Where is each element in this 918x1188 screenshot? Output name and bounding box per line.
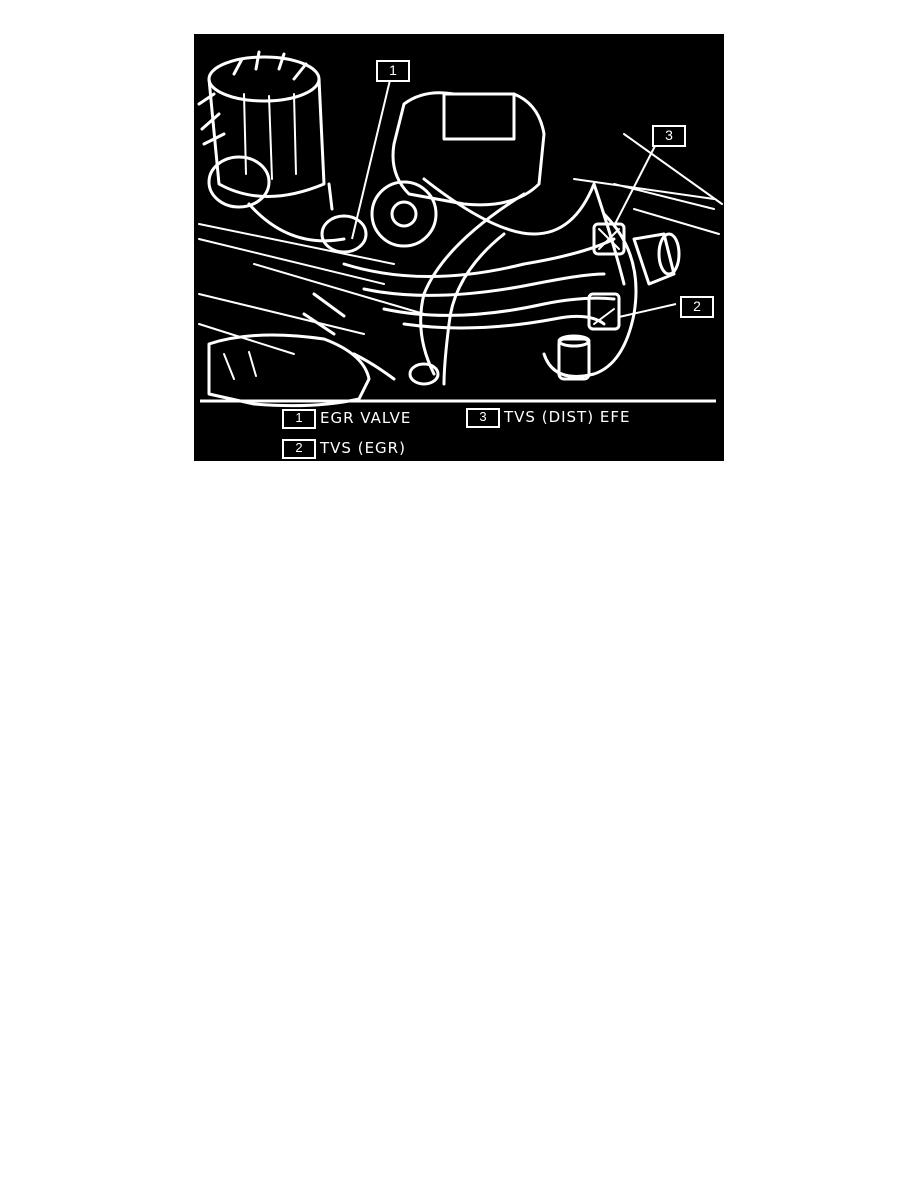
leader-line-1 <box>351 79 391 240</box>
vacuum-advance <box>207 155 271 209</box>
legend-label-1: EGR VALVE <box>320 409 412 427</box>
leader-line-2 <box>618 303 677 318</box>
tvs-egr <box>587 292 621 331</box>
legend-number-1: 1 <box>282 409 316 429</box>
valve-cover <box>207 333 371 408</box>
legend-label-2: TVS (EGR) <box>320 439 406 457</box>
carb-top <box>442 92 516 141</box>
callout-3: 3 <box>652 125 686 147</box>
distributor-cap-top <box>207 55 321 103</box>
carburetor <box>391 91 546 207</box>
leader-line-3 <box>613 143 657 227</box>
throttle-body <box>370 180 438 248</box>
oil-filler-cap <box>557 337 591 381</box>
outlet-pipe <box>632 232 676 286</box>
legend-number-2: 2 <box>282 439 316 459</box>
callout-1: 1 <box>376 60 410 82</box>
engine-diagram: 1 3 2 1 EGR VALVE 2 TVS (EGR) 3 TVS (DIS… <box>194 34 724 461</box>
engine-illustration <box>197 50 723 408</box>
legend-number-3: 3 <box>466 408 500 428</box>
callout-2: 2 <box>680 296 714 318</box>
egr-valve-body <box>320 214 368 254</box>
distributor-body <box>207 77 326 198</box>
legend-label-3: TVS (DIST) EFE <box>504 408 631 426</box>
